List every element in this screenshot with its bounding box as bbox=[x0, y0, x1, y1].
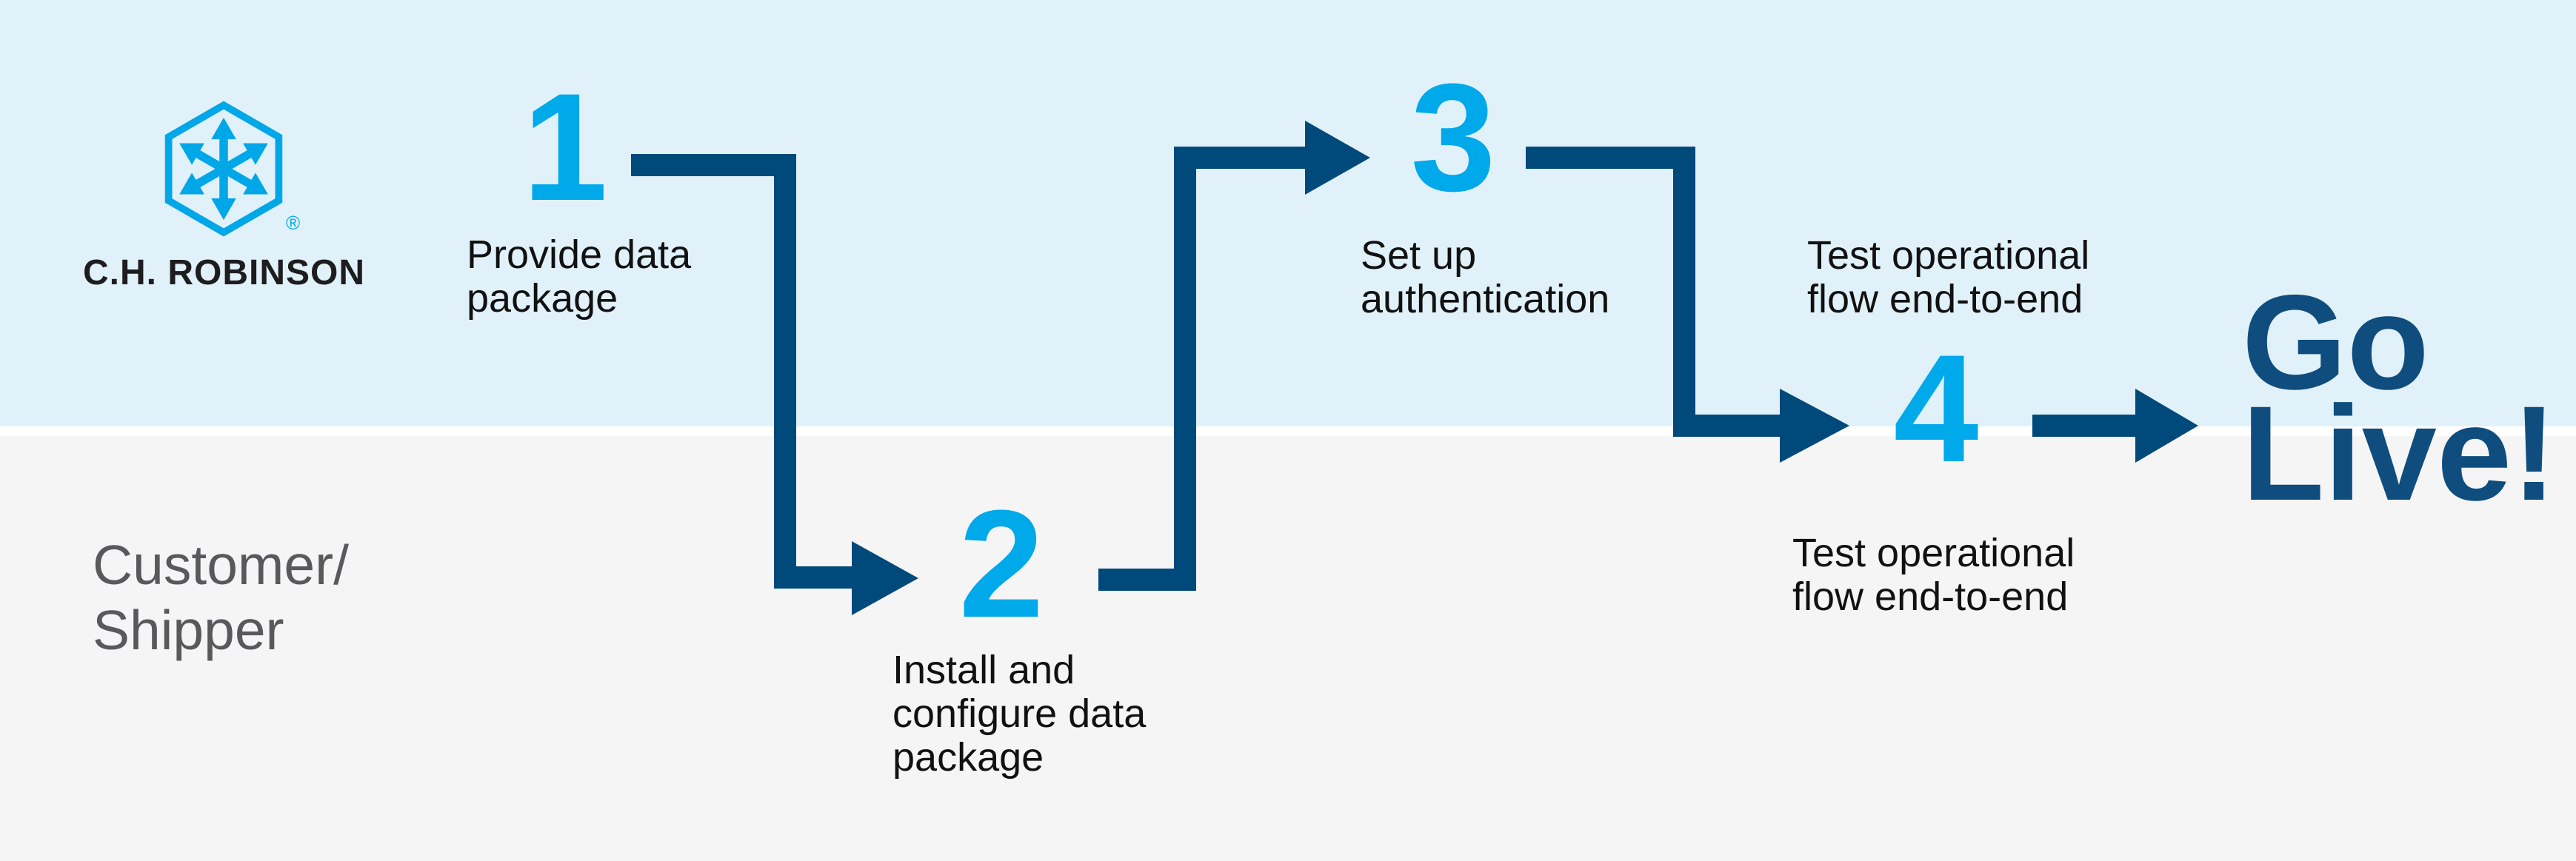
step-4-label-bottom: Test operational flow end-to-end bbox=[1792, 532, 2075, 619]
step-1-number: 1 bbox=[522, 61, 608, 232]
step-3-label-line: Set up bbox=[1361, 233, 1477, 278]
go-live-text: Go Live! bbox=[2242, 267, 2557, 529]
step-1-label: Provide data package bbox=[467, 233, 691, 321]
brand-wordmark: C.H. ROBINSON bbox=[83, 253, 366, 292]
lane-divider bbox=[0, 426, 2576, 436]
lane-label-line: Customer/ bbox=[93, 534, 349, 596]
connector-step3-to-step4 bbox=[1526, 147, 1781, 437]
go-live-line: Live! bbox=[2242, 378, 2557, 529]
lane-label-line: Shipper bbox=[93, 599, 284, 661]
step-4-label-top-line: flow end-to-end bbox=[1807, 277, 2083, 321]
step-4-label-top: Test operational flow end-to-end bbox=[1807, 234, 2089, 321]
registered-mark: ® bbox=[286, 212, 301, 234]
step-3-label: Set up authentication bbox=[1361, 234, 1609, 321]
step-3-label-line: authentication bbox=[1361, 277, 1610, 321]
step-2-label-line: configure data bbox=[892, 691, 1147, 736]
step-4-label-bottom-line: Test operational bbox=[1792, 531, 2075, 575]
step-4-label-top-line: Test operational bbox=[1807, 233, 2090, 278]
step-4-number: 4 bbox=[1893, 323, 1979, 494]
go-live-line: Go bbox=[2242, 267, 2429, 418]
step-1-label-line: package bbox=[467, 276, 618, 321]
arrowhead-step1-to-step2 bbox=[852, 541, 918, 615]
lane-customer-band bbox=[0, 436, 2576, 861]
connector-step2-to-step3 bbox=[1098, 147, 1307, 591]
arrowhead-step2-to-step3 bbox=[1305, 121, 1370, 195]
step-2-label-line: Install and bbox=[892, 648, 1075, 692]
lane-chrobinson-band bbox=[0, 0, 2576, 426]
step-3-number: 3 bbox=[1410, 52, 1496, 223]
step-2-label-line: package bbox=[892, 735, 1044, 780]
connector-step1-to-step2 bbox=[631, 154, 853, 589]
hexagon-arrows-icon bbox=[164, 101, 283, 237]
step-1-label-line: Provide data bbox=[467, 232, 692, 277]
lane-label-customer-shipper: Customer/ Shipper bbox=[93, 532, 349, 663]
step-4-label-bottom-line: flow end-to-end bbox=[1792, 574, 2069, 619]
step-2-label: Install and configure data package bbox=[892, 649, 1146, 780]
arrowhead-step3-to-step4 bbox=[1780, 389, 1849, 463]
step-2-number: 2 bbox=[958, 478, 1044, 649]
arrowhead-step4-to-golive bbox=[2135, 389, 2198, 463]
